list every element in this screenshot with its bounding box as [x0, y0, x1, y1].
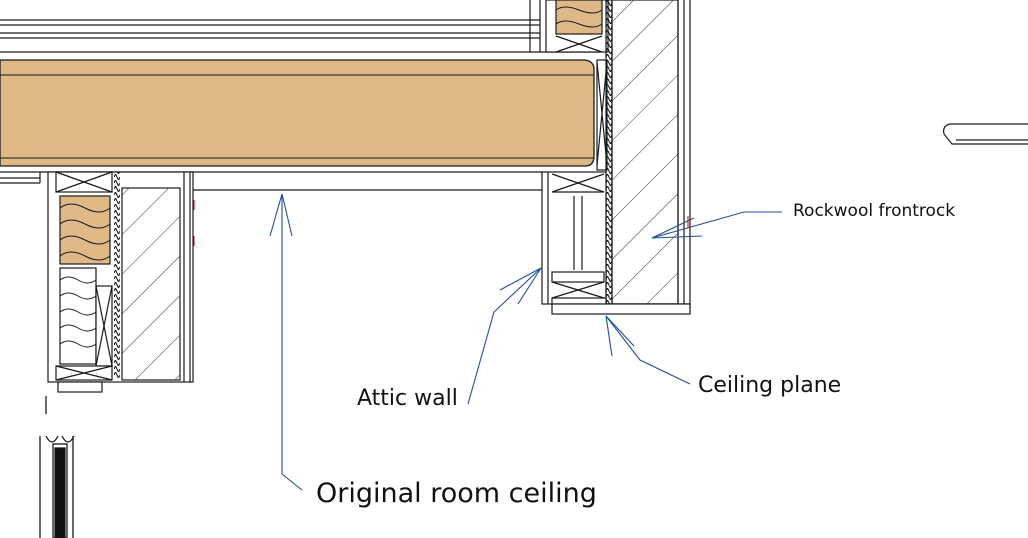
label-ceiling-plane: Ceiling plane — [698, 373, 841, 398]
attic-wall-lower — [541, 171, 691, 315]
label-attic-wall: Attic wall — [357, 386, 458, 411]
left-wall — [47, 171, 194, 383]
left-wall-sill — [57, 381, 103, 393]
label-original-room-ceiling: Original room ceiling — [316, 478, 597, 509]
window-frame — [39, 396, 75, 538]
basin-fixture — [943, 123, 1028, 145]
timber-beam — [0, 59, 595, 167]
leader-rockwool — [651, 211, 782, 239]
leader-lines — [269, 193, 782, 491]
label-rockwool-frontrock: Rockwool frontrock — [793, 201, 955, 221]
leader-original-ceiling — [281, 194, 303, 491]
frontrock-panel — [605, 0, 691, 312]
upper-floor-lines — [0, 0, 600, 53]
leader-attic-wall — [467, 267, 542, 405]
leader-ceiling-plane — [605, 315, 691, 385]
